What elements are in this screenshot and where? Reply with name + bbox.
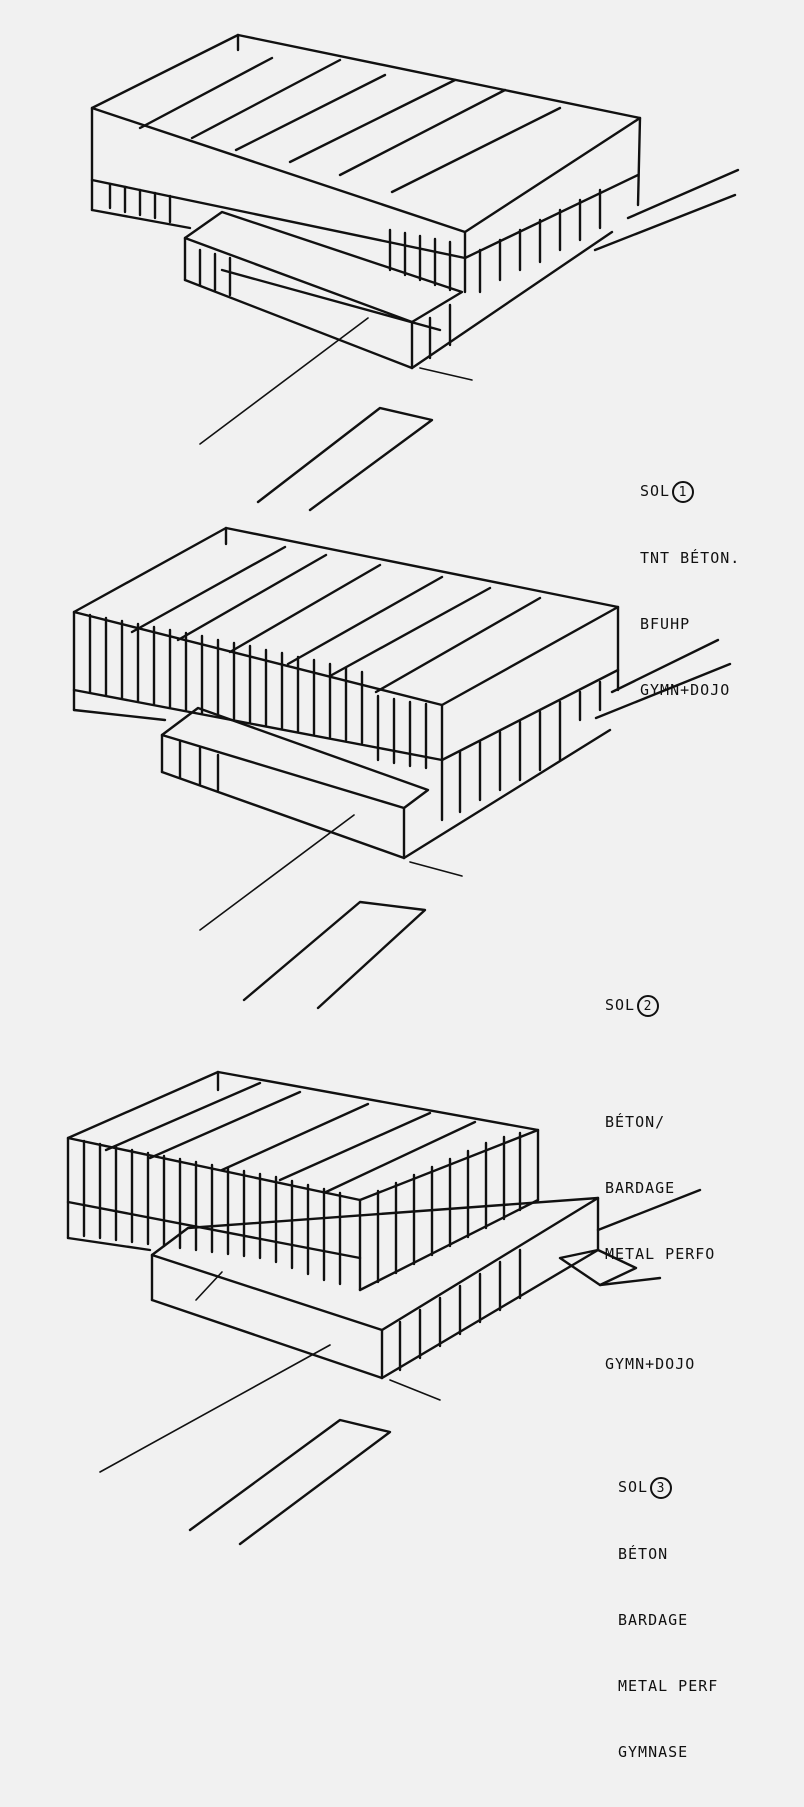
note-sol-2-line-3: METAL PERFO (605, 1245, 716, 1263)
sketch-3-massing (66, 1070, 702, 1546)
note-sol-2-number: 2 (637, 995, 660, 1017)
note-sol-1-line-2: BFUHP (640, 615, 691, 633)
note-sol-2-prefix: SOL (605, 996, 636, 1014)
note-sol-1-number: 1 (672, 481, 695, 503)
note-sol-1-line-3: GYMN+DOJO (640, 681, 731, 699)
note-sol-3-prefix: SOL (618, 1478, 649, 1496)
note-sol-3-number: 3 (650, 1477, 673, 1499)
sketch-1-massing (90, 33, 740, 512)
note-sol-3-line-2: BARDAGE (618, 1611, 689, 1629)
note-sol-3-line-4: GYMNASE (618, 1743, 689, 1761)
sketch-drawing (66, 33, 740, 1546)
note-sol-1-prefix: SOL (640, 482, 671, 500)
note-sol-2-line-1: BÉTON/ (605, 1113, 666, 1131)
note-sol-2-line-2: BARDAGE (605, 1179, 676, 1197)
note-sol-1-line-1: TNT BÉTON. (640, 549, 741, 567)
note-sol-3-line-3: METAL PERF (618, 1677, 719, 1695)
sketch-2-massing (72, 526, 732, 1010)
note-sol-2-line-5: GYMN+DOJO (605, 1355, 696, 1373)
note-sol-3-line-1: BÉTON (618, 1545, 669, 1563)
